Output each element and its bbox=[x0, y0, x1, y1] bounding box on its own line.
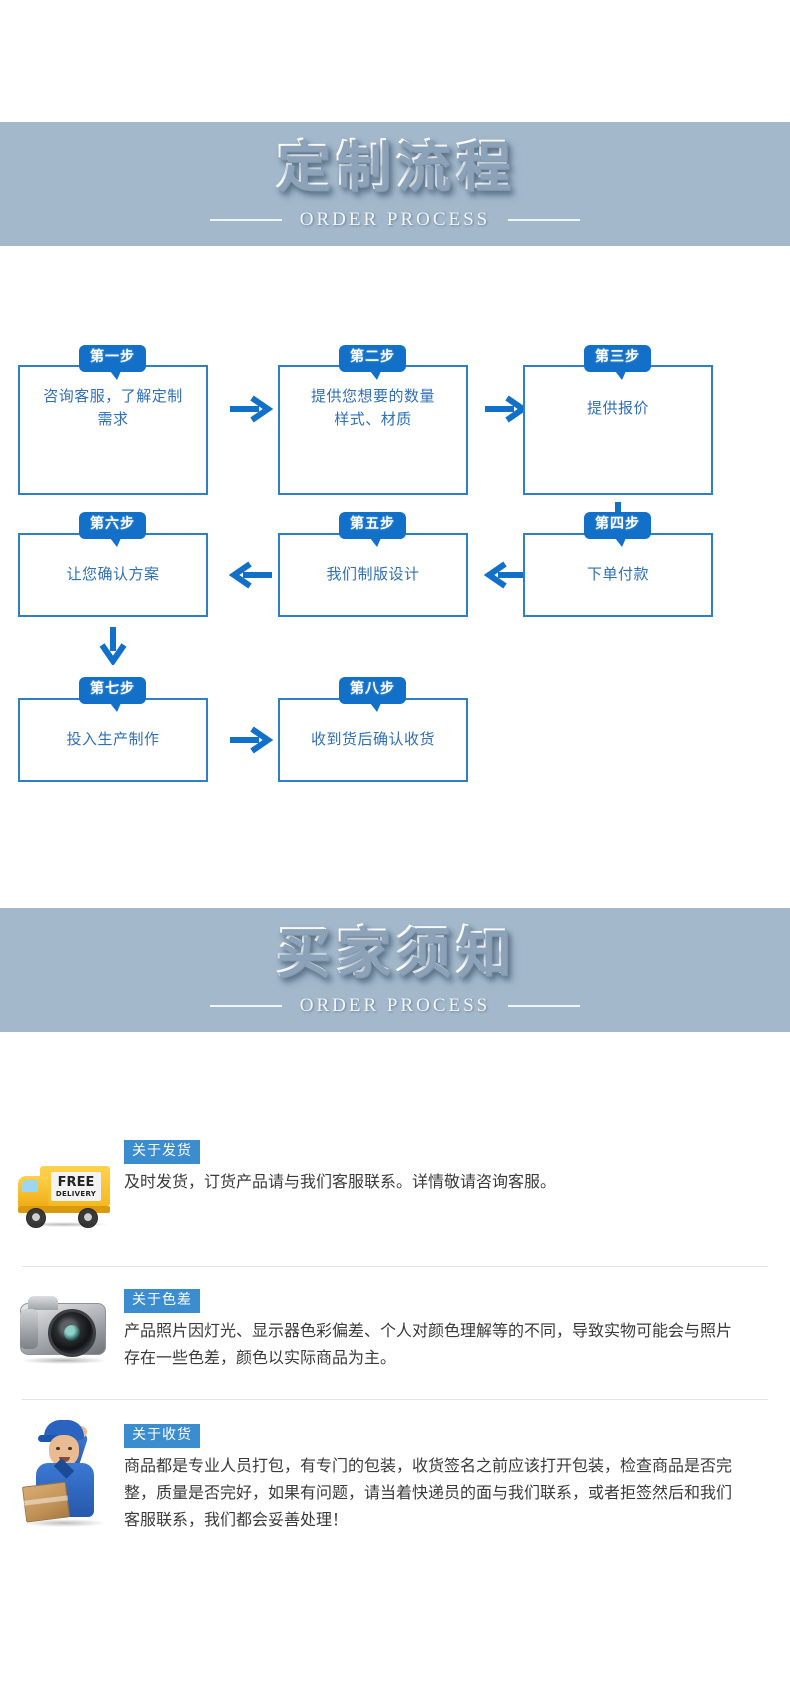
notice-body-shipping: 及时发货，订货产品请与我们客服联系。详情敬请咨询客服。 bbox=[124, 1171, 557, 1191]
flow-step-3-badge: 第三步 bbox=[584, 345, 651, 379]
flow-step-8-badge: 第八步 bbox=[339, 677, 406, 711]
notice-body-color: 产品照片因灯光、显示器色彩偏差、个人对颜色理解等的不同，导致实物可能会与照片存在… bbox=[124, 1320, 733, 1367]
flow-step-8[interactable] bbox=[278, 698, 468, 782]
notice-divider-2 bbox=[22, 1399, 768, 1400]
notice-body-receiving: 商品都是专业人员打包，有专门的包装，收货签名之前应该打开包装，检查商品是否完整，… bbox=[124, 1455, 733, 1529]
banner-subtitle: ORDER PROCESS bbox=[299, 209, 491, 231]
banner-subtitle-group: ORDER PROCESS bbox=[209, 995, 581, 1017]
banner-title: 买家须知 bbox=[275, 919, 515, 983]
flow-step-2[interactable] bbox=[278, 365, 468, 495]
flow-step-4[interactable] bbox=[523, 533, 713, 617]
banner-title: 定制流程 bbox=[275, 133, 515, 197]
notice-tag-shipping: 关于发货 bbox=[124, 1140, 200, 1164]
flow-step-4-badge: 第四步 bbox=[584, 512, 651, 546]
banner-rule-right bbox=[508, 1005, 581, 1008]
flow-step-7[interactable] bbox=[18, 698, 208, 782]
notice-tag-color: 关于色差 bbox=[124, 1289, 200, 1313]
flow-step-8-label: 收到货后确认收货 bbox=[310, 730, 435, 748]
arrow-step4-to-step5 bbox=[483, 558, 529, 592]
banner-subtitle-group: ORDER PROCESS bbox=[209, 209, 581, 231]
flow-step-3-label: 提供报价 bbox=[586, 399, 649, 417]
flow-step-7-label: 投入生产制作 bbox=[66, 730, 160, 748]
notice-divider-1 bbox=[22, 1266, 768, 1267]
flow-step-6-badge: 第六步 bbox=[79, 512, 146, 546]
courier-icon bbox=[18, 1418, 110, 1530]
truck-label-free: FREE bbox=[57, 1174, 95, 1190]
banner-buyer-notice: 买家须知 ORDER PROCESS bbox=[0, 908, 790, 1032]
flow-step-3[interactable] bbox=[523, 365, 713, 495]
flow-step-6-label: 让您确认方案 bbox=[66, 565, 160, 583]
banner-subtitle: ORDER PROCESS bbox=[299, 995, 491, 1017]
delivery-truck-icon: FREE DELIVERY bbox=[18, 1164, 110, 1228]
flow-step-5-label: 我们制版设计 bbox=[326, 565, 420, 583]
camera-icon bbox=[18, 1295, 110, 1367]
flow-step-7-badge: 第七步 bbox=[79, 677, 146, 711]
flow-step-2-label: 提供您想要的数量样式、材质 bbox=[310, 387, 435, 429]
truck-label-delivery: DELIVERY bbox=[55, 1189, 97, 1198]
flow-step-5[interactable] bbox=[278, 533, 468, 617]
arrow-step6-to-step7 bbox=[96, 625, 130, 665]
flow-step-4-label: 下单付款 bbox=[586, 565, 649, 583]
notice-item-receiving: 关于收货 商品都是专业人员打包，有专门的包装，收货签名之前应该打开包装，检查商品… bbox=[0, 1400, 790, 1550]
banner-rule-right bbox=[508, 219, 581, 222]
flow-step-2-badge: 第二步 bbox=[339, 345, 406, 379]
banner-order-process: 定制流程 ORDER PROCESS bbox=[0, 122, 790, 246]
notice-item-color: 关于色差 产品照片因灯光、显示器色彩偏差、个人对颜色理解等的不同，导致实物可能会… bbox=[0, 1267, 790, 1385]
banner-rule-left bbox=[209, 219, 282, 222]
notice-item-shipping: FREE DELIVERY 关于发货 及时发货，订货产品请与我们客服联系。详情敬… bbox=[0, 1140, 790, 1248]
buyer-notice-list: FREE DELIVERY 关于发货 及时发货，订货产品请与我们客服联系。详情敬… bbox=[0, 1140, 790, 1550]
flow-step-5-badge: 第五步 bbox=[339, 512, 406, 546]
flow-step-1-badge: 第一步 bbox=[79, 345, 146, 379]
flow-step-1-label: 咨询客服，了解定制需求 bbox=[43, 387, 183, 429]
arrow-step7-to-step8 bbox=[228, 723, 274, 757]
arrow-step5-to-step6 bbox=[228, 558, 274, 592]
banner-rule-left bbox=[209, 1005, 282, 1008]
notice-tag-receiving: 关于收货 bbox=[124, 1424, 200, 1448]
arrow-step1-to-step2 bbox=[228, 392, 274, 426]
